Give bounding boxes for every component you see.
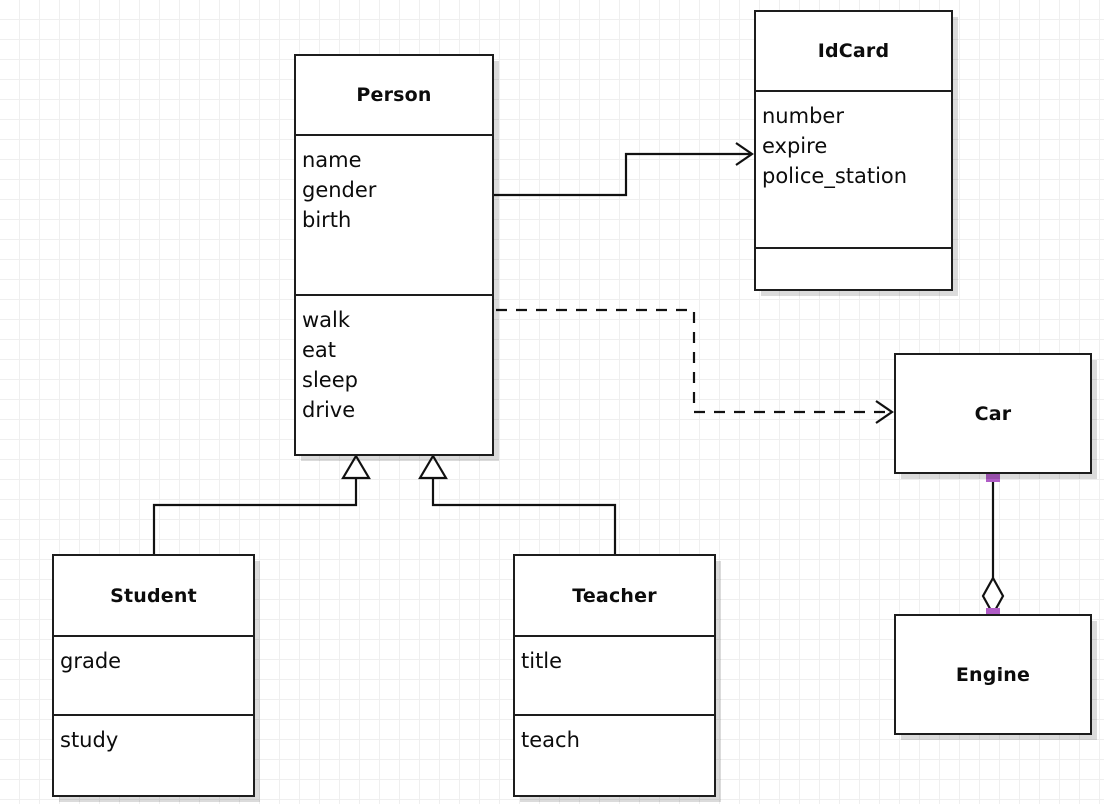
class-member: expire — [762, 134, 828, 158]
edge-student-person[interactable] — [152, 453, 371, 554]
edge-person-idcard-arrowhead — [735, 142, 754, 166]
class-attributes-compartment: name gender birth — [296, 134, 492, 294]
class-methods-compartment: study — [54, 714, 253, 795]
edge-teacher-person-path — [431, 474, 617, 554]
class-member: eat — [302, 338, 337, 362]
class-name-person: Person — [356, 84, 432, 106]
class-member: police_station — [762, 164, 908, 188]
class-name-idcard: IdCard — [817, 40, 890, 62]
class-box-student[interactable]: Student grade study — [52, 554, 255, 797]
class-member: birth — [302, 208, 352, 232]
class-name-student: Student — [110, 584, 197, 607]
class-title-compartment: Car — [896, 355, 1090, 472]
class-name-engine: Engine — [955, 663, 1031, 686]
edge-person-car[interactable] — [496, 308, 894, 424]
class-box-engine[interactable]: Engine — [894, 614, 1092, 735]
class-title-compartment: Teacher — [515, 556, 714, 635]
class-box-teacher[interactable]: Teacher title teach — [513, 554, 716, 797]
class-methods-compartment: walk eat sleep drive — [296, 294, 492, 456]
edge-teacher-person-arrowhead — [418, 453, 448, 480]
class-title-compartment: IdCard — [756, 12, 951, 90]
class-member: teach — [521, 728, 580, 752]
class-box-car[interactable]: Car — [894, 353, 1092, 474]
class-title-compartment: Person — [296, 56, 492, 134]
class-attributes-compartment: grade — [54, 635, 253, 714]
edge-student-person-path — [152, 474, 358, 554]
class-member: sleep — [302, 368, 358, 392]
class-member: walk — [302, 308, 351, 332]
class-member: study — [60, 728, 119, 752]
edge-student-person-arrowhead — [341, 453, 371, 480]
class-member: title — [521, 649, 563, 673]
class-box-idcard[interactable]: IdCard number expire police_station — [754, 10, 953, 291]
edge-person-idcard[interactable] — [494, 142, 754, 197]
class-member: name — [302, 148, 362, 172]
edge-person-car-path — [496, 308, 890, 414]
class-member: grade — [60, 649, 122, 673]
class-title-compartment: Engine — [896, 616, 1090, 733]
edge-car-engine[interactable] — [981, 468, 1005, 622]
edge-person-idcard-path — [494, 152, 750, 197]
class-member: drive — [302, 398, 356, 422]
class-member: number — [762, 104, 844, 128]
edge-teacher-person[interactable] — [418, 453, 617, 554]
class-methods-compartment — [756, 247, 951, 289]
class-attributes-compartment: number expire police_station — [756, 90, 951, 247]
class-name-car: Car — [974, 402, 1012, 425]
class-methods-compartment: teach — [515, 714, 714, 795]
edge-person-car-arrowhead — [875, 400, 894, 424]
class-attributes-compartment: title — [515, 635, 714, 714]
class-title-compartment: Student — [54, 556, 253, 635]
class-member: gender — [302, 178, 377, 202]
class-name-teacher: Teacher — [572, 584, 657, 607]
class-box-person[interactable]: Person name gender birth walk eat sleep … — [294, 54, 494, 456]
